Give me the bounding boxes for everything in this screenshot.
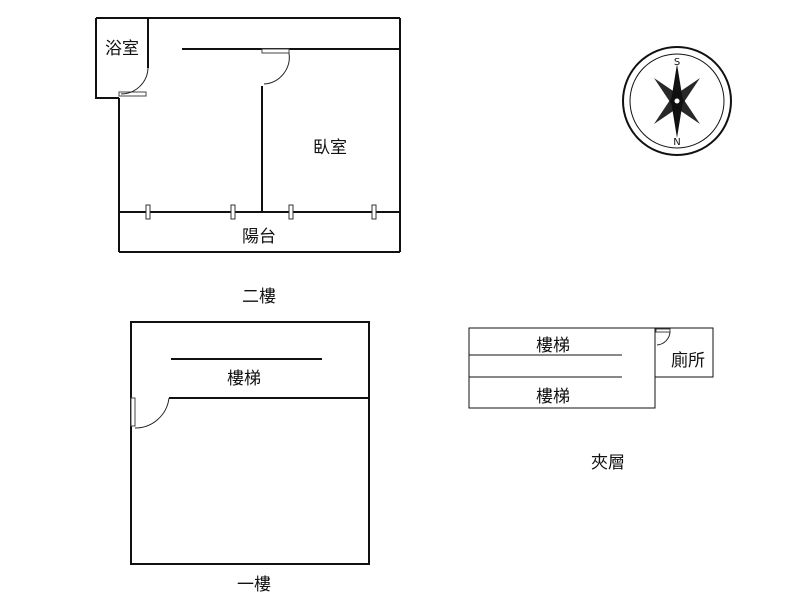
window-mark [230, 204, 236, 220]
window-mark [145, 204, 151, 220]
mezzanine-stairs-upper-label: 樓梯 [536, 336, 570, 356]
first-floor-outline [130, 321, 370, 565]
bedroom-door [261, 48, 290, 85]
first-floor-label: 一樓 [237, 575, 271, 595]
bathroom-wall [95, 18, 119, 99]
window-mark [288, 204, 294, 220]
compass-bottom-letter: N [673, 137, 680, 148]
stairs-label: 樓梯 [227, 369, 261, 389]
bedroom-label: 臥室 [313, 138, 347, 158]
compass-icon: S N [622, 46, 732, 156]
second-floor-plan: 浴室 臥室 陽台 二樓 [95, 17, 401, 307]
toilet-label: 廁所 [671, 350, 705, 371]
bathroom-door [118, 67, 149, 97]
first-floor-plan: 樓梯 一樓 [130, 321, 370, 595]
balcony-label: 陽台 [242, 227, 276, 247]
mezzanine-stairs-lower-label: 樓梯 [536, 387, 570, 407]
mezzanine-label: 夾層 [591, 453, 625, 473]
bathroom-label: 浴室 [105, 39, 139, 59]
mezzanine-plan: 樓梯 樓梯 廁所 夾層 [468, 327, 714, 473]
second-floor-label: 二樓 [242, 287, 276, 307]
first-floor-door [130, 397, 170, 429]
window-mark [371, 204, 377, 220]
toilet-door [655, 328, 671, 346]
compass-top-letter: S [674, 57, 680, 68]
